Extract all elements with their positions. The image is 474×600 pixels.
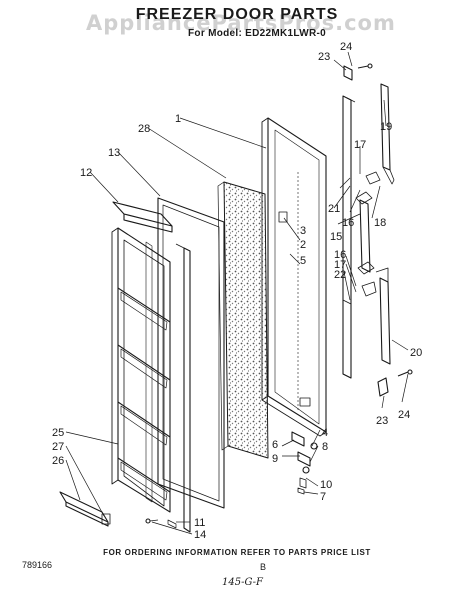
upper-trim-strip [380,83,395,185]
page-title: FREEZER DOOR PARTS [135,6,339,23]
leader-lines [65,51,409,535]
callout-labels: 1 28 13 12 24 23 19 17 21 16 18 15 3 2 5… [52,41,422,541]
lower-trim-strip [375,267,391,365]
callout-13: 13 [108,147,120,159]
callout-14: 14 [194,529,206,541]
callout-17-bottom: 17 [334,259,346,271]
callout-27: 27 [52,441,64,453]
callout-24-top: 24 [340,41,352,53]
callout-16-bottom: 16 [334,249,346,261]
upper-hinge-bracket [343,63,373,81]
watermark: AppliancePartsPros.com [86,11,396,35]
door-liner [111,227,171,513]
callout-22: 22 [334,269,346,281]
callout-4: 4 [322,427,328,439]
callout-20: 20 [410,347,422,359]
door-top-cap [112,201,173,233]
model-line: For Model: ED22MK1LWR-0 [188,28,327,39]
callout-16-top: 16 [342,217,354,229]
callout-10: 10 [320,479,332,491]
callout-12: 12 [80,167,92,179]
callout-23-bottom: 23 [376,415,388,427]
outer-door-panel [261,117,327,437]
document-number: 789166 [22,560,53,570]
callout-19: 19 [380,121,392,133]
foam-insulation [217,181,269,459]
callout-28: 28 [138,123,150,135]
lower-hinge-bracket [377,369,413,397]
callout-24-bottom: 24 [398,409,410,421]
callout-26: 26 [52,455,64,467]
handle-end-caps [361,171,381,297]
callout-21: 21 [328,203,340,215]
callout-5: 5 [300,255,306,267]
door-handle [355,191,375,275]
callout-17-top: 17 [354,139,366,151]
bottom-hinge-hardware [291,431,318,495]
callout-2: 2 [300,239,306,251]
callout-18: 18 [374,217,386,229]
callout-8: 8 [322,441,328,453]
bottom-channel-strip [342,299,352,379]
revision-letter: B [260,562,267,572]
callout-23-top: 23 [318,51,330,63]
callout-11: 11 [194,517,205,529]
ordering-note: FOR ORDERING INFORMATION REFER TO PARTS … [103,548,371,557]
hinge-strip [167,243,191,533]
callout-25: 25 [52,427,64,439]
callout-7: 7 [320,491,326,503]
callout-1: 1 [175,113,181,125]
door-gasket [157,197,225,509]
callout-3: 3 [300,225,306,237]
callout-6: 6 [272,439,278,451]
screw-14 [145,518,159,524]
handwritten-note: 145-G-F [222,577,263,588]
door-bottom-cap [59,491,111,527]
callout-9: 9 [272,453,278,465]
callout-15: 15 [330,231,342,243]
